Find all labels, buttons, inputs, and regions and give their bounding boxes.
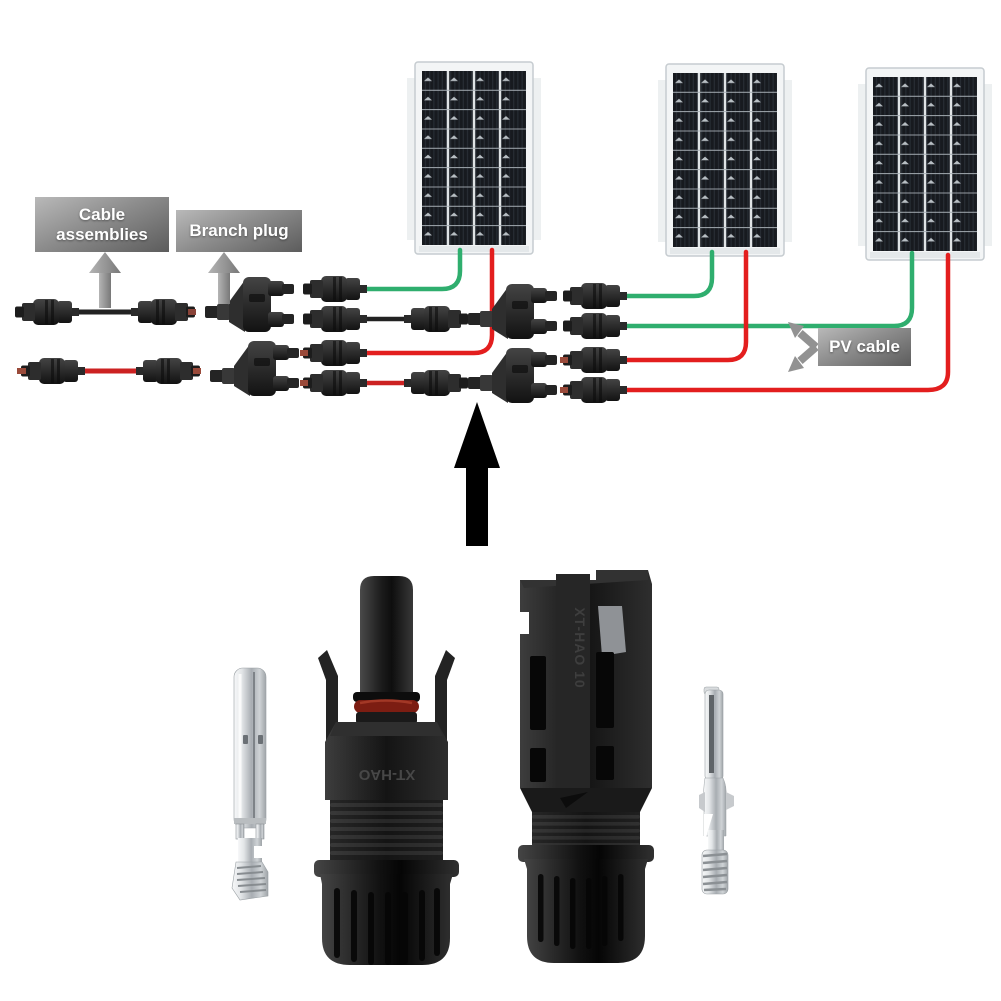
- mc4-pair-row1-left: [303, 276, 468, 332]
- up-arrow-icon-gray-2: [208, 252, 240, 304]
- male-crimp-pin: [231, 667, 269, 901]
- male-mc4-connector: XT-HAO: [314, 576, 459, 965]
- cable-assembly-red: [17, 358, 201, 384]
- o-ring: [354, 700, 419, 713]
- label-pv-cable: PV cable: [818, 328, 911, 366]
- branch-plug-row1-middle: [468, 284, 557, 339]
- cable-assembly-black: [15, 299, 196, 325]
- mc4-pair-row2-left: [300, 340, 468, 396]
- connector-product-photo: XT-HAO: [231, 570, 734, 965]
- solar-panel-1: [405, 60, 543, 256]
- branch-plug-row2-left: [210, 341, 299, 396]
- branch-plug-row2-middle: [468, 348, 557, 403]
- pv-wire-green-panel2: [624, 249, 715, 299]
- female-body-marking: XT-HAO 10: [572, 607, 588, 688]
- label-cable-assemblies: Cable assemblies: [35, 197, 169, 252]
- male-hex-body: [325, 722, 448, 800]
- mc4-pair-row1-right: [563, 283, 627, 339]
- female-mc4-connector: XT-HAO 10: [516, 570, 654, 963]
- female-crimp-pin: [699, 686, 734, 895]
- male-tip: [360, 576, 413, 694]
- pv-wire-red-panel2: [624, 249, 749, 363]
- pv-wire-green-panel3: [624, 250, 915, 329]
- mc4-pair-row2-right: [560, 347, 627, 403]
- pv-wire-green-panel1: [364, 247, 463, 292]
- solar-panel-2: [656, 62, 794, 258]
- up-arrow-icon-gray-1: [89, 252, 121, 308]
- double-arrow-icon-pv-cable: [788, 322, 819, 372]
- solar-panel-3: [856, 66, 994, 262]
- big-up-arrow-icon: [454, 402, 500, 546]
- pv-wire-red-panel1: [364, 247, 495, 356]
- pv-wire-red-panel3: [624, 252, 951, 393]
- male-body-marking: XT-HAO: [358, 766, 415, 783]
- label-branch-plug: Branch plug: [176, 210, 302, 252]
- female-shoulder: [520, 788, 652, 812]
- pv-wires: [364, 247, 951, 393]
- wiring-diagram: [15, 60, 994, 546]
- female-contact-window: [598, 606, 626, 656]
